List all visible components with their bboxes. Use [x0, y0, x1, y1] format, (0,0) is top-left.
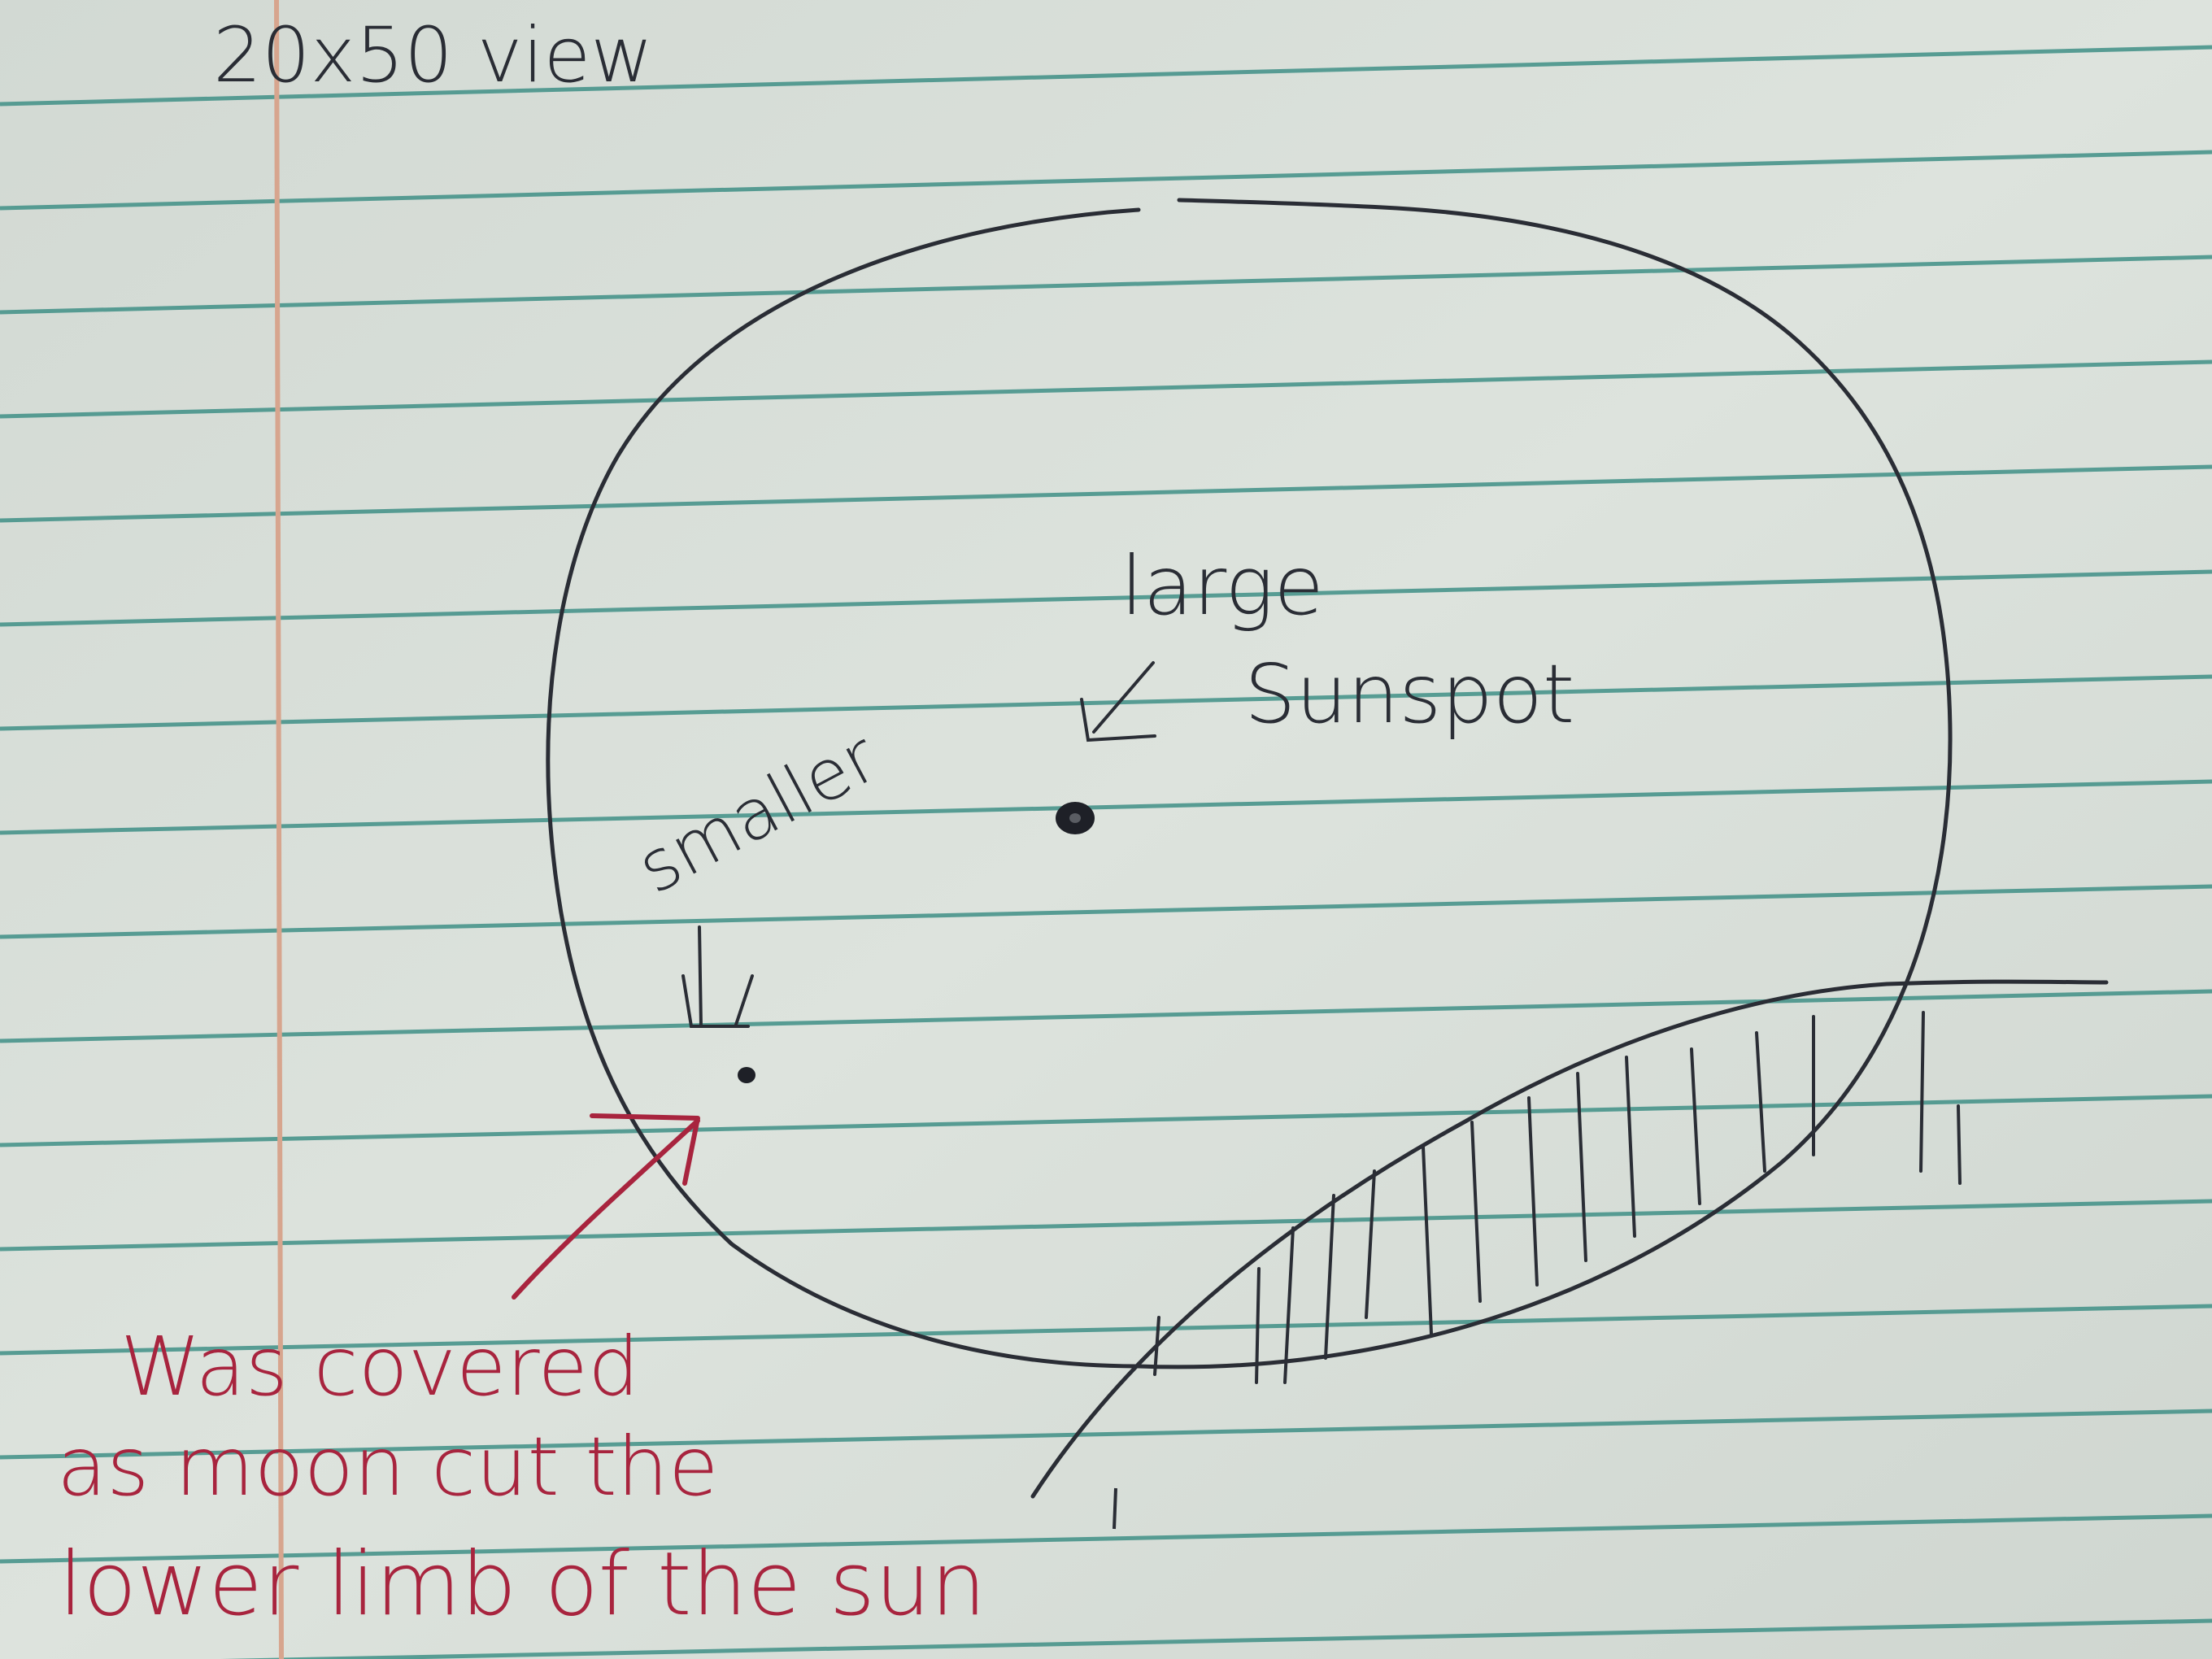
stray-pencil-mark-bottom [1113, 1487, 1117, 1530]
label-sunspot: Sunspot [1244, 647, 1574, 742]
large-sunspot-umbra-highlight [1069, 813, 1081, 823]
rule-line [0, 45, 2212, 107]
moon-edge-curve [1030, 979, 2109, 1499]
rule-line [0, 1513, 2212, 1564]
hatch-stroke [1755, 1031, 1766, 1173]
hatch-stroke [1690, 1047, 1701, 1205]
label-large: large [1121, 538, 1324, 634]
ruled-lines [0, 45, 2212, 1659]
rule-line [0, 884, 2212, 939]
rule-line [0, 255, 2212, 315]
hatch-stroke [1625, 1056, 1636, 1238]
small-sunspot-dot [738, 1067, 755, 1083]
hatch-stroke [1255, 1267, 1261, 1384]
red-arrow-shaft [512, 1118, 700, 1300]
red-note-line-1: Was covered [120, 1319, 639, 1414]
hatch-stroke [1324, 1194, 1335, 1360]
hatch-stroke [1283, 1226, 1295, 1384]
heading-text: 20x50 view [213, 11, 653, 100]
hatch-stroke [1422, 1145, 1433, 1335]
red-note-line-2: as moon cut the [57, 1419, 719, 1514]
hatch-stroke [1153, 1316, 1160, 1376]
rule-line [0, 674, 2212, 731]
rule-line [0, 464, 2212, 523]
sun-disk-outline [546, 198, 1953, 1369]
margin-line [274, 0, 284, 1659]
stray-pencil-marks [1919, 1011, 1962, 1185]
rule-line [220, 1618, 2212, 1659]
hatch-stroke [1576, 1072, 1587, 1262]
rule-line [0, 1094, 2212, 1147]
rule-line [0, 150, 2212, 211]
rule-line [0, 1409, 2212, 1460]
rule-line [0, 989, 2212, 1043]
rule-line [0, 569, 2212, 627]
arrow-to-small-sunspot [681, 925, 754, 1028]
rule-line [0, 359, 2212, 419]
red-note-line-3: lower limb of the sun [59, 1534, 986, 1635]
rule-line [0, 1304, 2212, 1356]
rule-line [0, 779, 2212, 835]
moon-shadow-hatching [1153, 1015, 1815, 1384]
hatch-stroke [1365, 1169, 1376, 1319]
hatch-stroke [1470, 1121, 1482, 1303]
red-arrow-head [590, 1113, 700, 1186]
hatch-stroke [1527, 1096, 1539, 1287]
arrow-to-large-sunspot [1080, 661, 1156, 742]
rule-line [0, 1199, 2212, 1252]
